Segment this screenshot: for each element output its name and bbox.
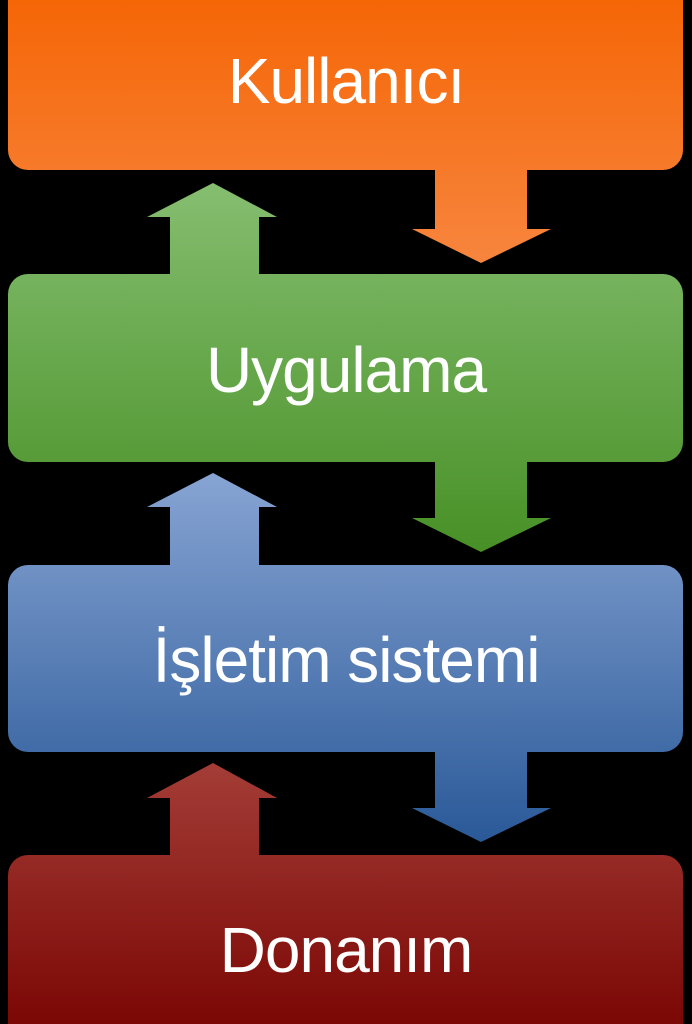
kullanici-label: Kullanıcı <box>228 45 464 117</box>
arrow-up-uygulama-to-kullanici-icon <box>147 183 277 284</box>
arrow-up-isletim-sistemi-to-uygulama-icon <box>147 473 277 575</box>
arrow-down-isletim-sistemi-to-donanim-icon <box>412 742 551 842</box>
layer-donanim: Donanım <box>8 763 683 1024</box>
uygulama-box <box>8 274 683 462</box>
layer-uygulama: Uygulama <box>8 183 683 552</box>
donanim-label: Donanım <box>220 914 473 986</box>
arrow-up-donanim-to-isletim-sistemi-icon <box>147 763 277 865</box>
isletim-sistemi-box <box>8 565 683 752</box>
arrow-down-uygulama-to-isletim-sistemi-icon <box>412 452 551 552</box>
isletim-sistemi-label: İşletim sistemi <box>153 624 540 696</box>
layer-isletim-sistemi: İşletim sistemi <box>8 473 683 842</box>
uygulama-label: Uygulama <box>206 334 488 406</box>
arrow-down-kullanici-to-uygulama-icon <box>412 160 551 263</box>
layer-kullanici: Kullanıcı <box>8 0 683 263</box>
donanim-box <box>8 855 683 1024</box>
kullanici-box <box>8 0 683 170</box>
